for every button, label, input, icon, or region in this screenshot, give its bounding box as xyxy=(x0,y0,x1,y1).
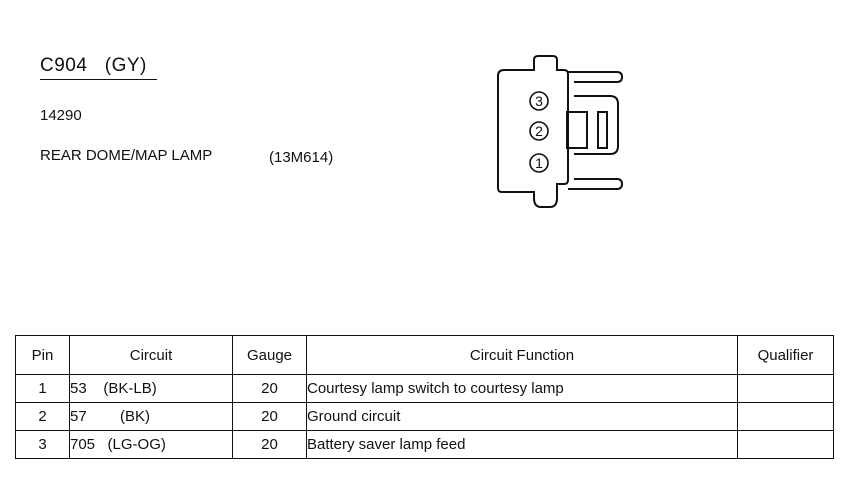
cell-qualifier xyxy=(737,430,834,459)
column-header-qualifier: Qualifier xyxy=(737,335,834,375)
table-header-row: Pin Circuit Gauge Circuit Function Quali… xyxy=(15,335,834,375)
connector-id: C904 (GY) xyxy=(40,55,157,80)
description-code: (13M614) xyxy=(269,149,334,166)
table-row: 2 57 (BK) 20 Ground circuit xyxy=(15,402,834,431)
pinout-table: Pin Circuit Gauge Circuit Function Quali… xyxy=(15,335,834,459)
cell-function: Courtesy lamp switch to courtesy lamp xyxy=(306,374,738,403)
table-row: 1 53 (BK-LB) 20 Courtesy lamp switch to … xyxy=(15,374,834,403)
cell-pin: 1 xyxy=(15,374,70,403)
pin-circle-2 xyxy=(529,121,549,141)
pin-label-2: 2 xyxy=(535,123,543,139)
cell-circuit: 57 (BK) xyxy=(69,402,233,431)
cell-gauge: 20 xyxy=(232,402,307,431)
column-header-gauge: Gauge xyxy=(232,335,307,375)
latch-arm-upper xyxy=(568,71,624,83)
latch-arm-lower xyxy=(568,178,624,190)
cell-function: Ground circuit xyxy=(306,402,738,431)
column-header-function: Circuit Function xyxy=(306,335,738,375)
cell-qualifier xyxy=(737,402,834,431)
cell-circuit: 705 (LG-OG) xyxy=(69,430,233,459)
pin-label-1: 1 xyxy=(535,155,543,171)
column-header-pin: Pin xyxy=(15,335,70,375)
cell-pin: 3 xyxy=(15,430,70,459)
cell-gauge: 20 xyxy=(232,430,307,459)
connector-body-outline xyxy=(497,55,569,208)
cell-circuit: 53 (BK-LB) xyxy=(69,374,233,403)
cell-pin: 2 xyxy=(15,402,70,431)
cell-gauge: 20 xyxy=(232,374,307,403)
part-number: 14290 xyxy=(40,107,82,124)
table-row: 3 705 (LG-OG) 20 Battery saver lamp feed xyxy=(15,430,834,459)
column-header-circuit: Circuit xyxy=(69,335,233,375)
tab-slot-right xyxy=(597,111,608,149)
cell-qualifier xyxy=(737,374,834,403)
pin-circle-1 xyxy=(529,153,549,173)
cell-function: Battery saver lamp feed xyxy=(306,430,738,459)
pin-circle-3 xyxy=(529,91,549,111)
connector-face-diagram: 3 2 1 xyxy=(497,55,624,208)
tab-slot-left xyxy=(566,111,588,149)
release-tab xyxy=(574,95,619,155)
connector-description: REAR DOME/MAP LAMP xyxy=(40,147,213,164)
pin-label-3: 3 xyxy=(535,93,543,109)
